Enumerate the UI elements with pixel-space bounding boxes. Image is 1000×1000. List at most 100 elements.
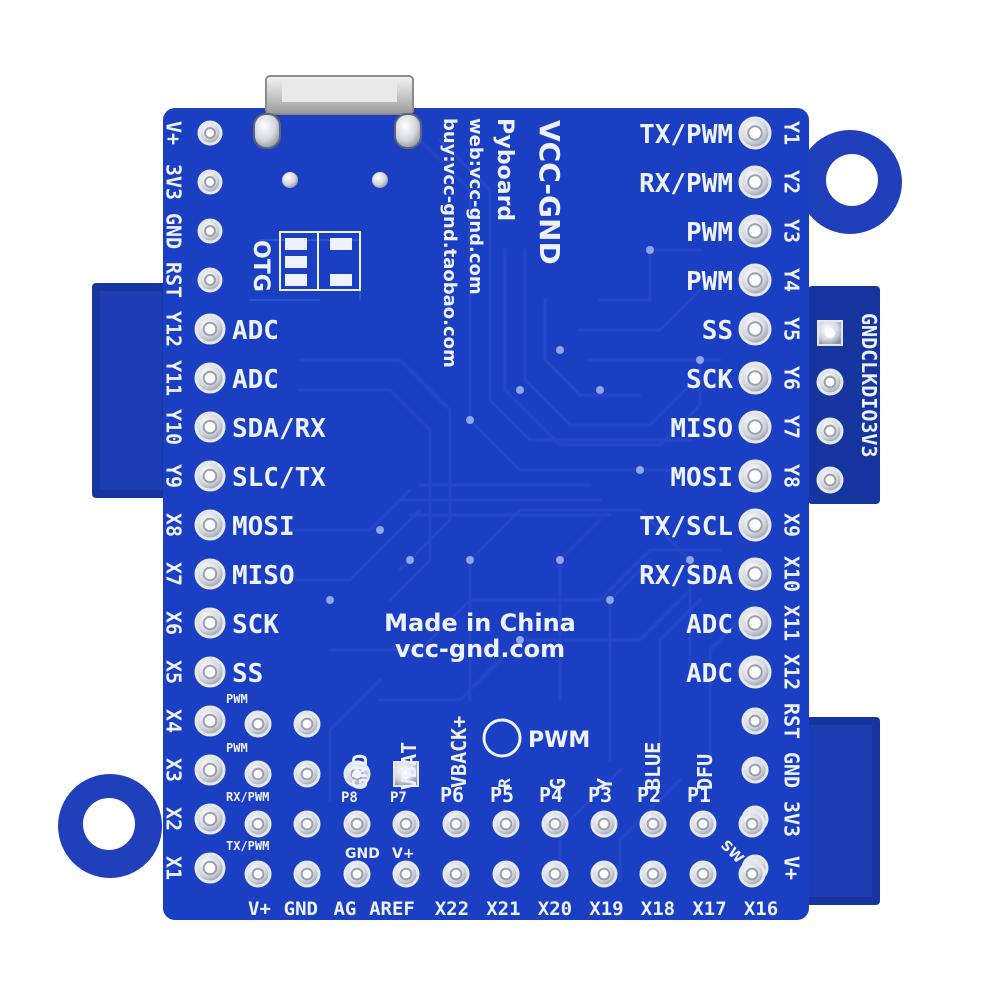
pcb-vias [326, 246, 704, 644]
right-pin-gnd [741, 756, 769, 784]
otg-label: OTG [248, 240, 273, 292]
mid-pin-upper-label: DFU [693, 754, 717, 790]
left-pin-label: 3V3 [162, 164, 186, 200]
mid-pin-upper-label: R [495, 778, 514, 788]
swd-pin-square [817, 320, 843, 346]
right-pin-y8 [738, 459, 772, 493]
left-pin-label: Y9 [162, 464, 186, 488]
right-pin-func: MISO [670, 414, 733, 444]
right-pin-y4 [738, 263, 772, 297]
right-pin-label: X11 [780, 605, 804, 641]
right-header-pins: Y1TX/PWMY2RX/PWMY3PWMY4PWMY5SSY6SCKY7MIS… [639, 116, 804, 882]
right-pin-label: Y7 [780, 415, 804, 439]
swd-pin [816, 417, 844, 445]
bottom-pin-label: X20 [538, 898, 572, 920]
left-pin-label: Y10 [162, 409, 186, 445]
left-pin-x1 [194, 852, 226, 884]
right-pin-y1 [738, 116, 772, 150]
left-pin-label: Y11 [162, 360, 186, 396]
left-pin-x7 [194, 558, 226, 590]
left-pin-x2 [194, 803, 226, 835]
grid-pin [293, 810, 321, 838]
left-pin-y11 [194, 362, 226, 394]
usb-mount-pads [253, 113, 422, 188]
mid-pin-label: P3 [588, 783, 612, 807]
mid-pin-upper-label: G [546, 778, 570, 790]
right-pin-func: PWM [686, 267, 733, 297]
bottom-pin-label: X21 [486, 898, 520, 920]
left-pin-label: X7 [162, 562, 186, 586]
left-pin-x6 [194, 607, 226, 639]
right-pin-func: MOSI [670, 463, 733, 493]
right-pin-x9 [738, 508, 772, 542]
grid-pin [343, 860, 371, 888]
left-pin-func: SLC/TX [232, 463, 326, 493]
left-pin-label: X2 [162, 807, 186, 831]
mid-pin-label: P8 [341, 790, 358, 806]
right-pin-label: Y4 [780, 268, 804, 292]
bottom-pin-label: AREF [369, 898, 415, 920]
left-pin-label: Y12 [162, 311, 186, 347]
grid-pin [492, 860, 520, 888]
right-pin-func: TX/SCL [639, 512, 733, 542]
mid-pin-label: P4 [539, 783, 563, 807]
bottom-pin-label: V+ [248, 898, 271, 920]
swd-pin [816, 368, 844, 396]
mid-pin-upper-label: GND [348, 754, 372, 790]
grid-pin [343, 760, 371, 788]
usb-connector [265, 75, 414, 115]
right-pin-x11 [738, 606, 772, 640]
left-pin-func: ADC [232, 316, 279, 346]
left-pin-label: X1 [162, 856, 186, 880]
left-pin-func: SDA/RX [232, 414, 326, 444]
grid-pin [244, 760, 272, 788]
brand-label: VCC-GND [533, 120, 566, 265]
mid-pin-label: P7 [390, 790, 407, 806]
grid-pin [244, 860, 272, 888]
left-pin-rst [197, 267, 223, 293]
right-pin-y5 [738, 312, 772, 346]
buy-label: buy:vcc-gnd.taobao.com [439, 118, 460, 368]
bottom-pin-label: X17 [692, 898, 726, 920]
grid-pin [293, 710, 321, 738]
right-pin-func: RX/PWM [639, 169, 733, 199]
left-pin-small-label: PWM [226, 741, 248, 755]
right-pin-x10 [738, 557, 772, 591]
left-pin-func: ADC [232, 365, 279, 395]
right-pin-label: Y2 [780, 170, 804, 194]
grid-pin [738, 810, 766, 838]
made-in-label: Made in China [384, 609, 576, 637]
grid-gnd-label: GND [345, 846, 380, 862]
left-pin-y12 [194, 313, 226, 345]
grid-pin [689, 810, 717, 838]
left-pin-func: SS [232, 659, 263, 689]
left-pin-x4 [194, 705, 226, 737]
pwm-ring [482, 718, 522, 758]
grid-pin [244, 710, 272, 738]
mid-pin-upper-label: BLUE [641, 742, 665, 790]
grid-pin [392, 810, 420, 838]
left-pin-small-label: RX/PWM [226, 790, 269, 804]
right-pin-label: V+ [780, 856, 804, 880]
right-pin-rst [741, 707, 769, 735]
bottom-pin-label: X19 [589, 898, 623, 920]
mid-pin-label: P1 [687, 783, 711, 807]
left-pin-label: X5 [162, 660, 186, 684]
otg-jumper [279, 231, 361, 291]
left-pin-label: GND [162, 213, 186, 249]
right-pin-label: Y8 [780, 464, 804, 488]
left-pin-y9 [194, 460, 226, 492]
bottom-pin-label: GND [284, 898, 318, 920]
right-pin-label: X12 [780, 654, 804, 690]
grid-pin [541, 810, 569, 838]
swd-pin [816, 466, 844, 494]
left-pin-small-label: TX/PWM [226, 839, 269, 853]
right-pin-func: PWM [686, 218, 733, 248]
grid-pin [442, 860, 470, 888]
left-pin-func: MISO [232, 561, 295, 591]
right-pin-func: TX/PWM [639, 120, 733, 150]
left-pin-label: RST [162, 262, 186, 298]
grid-pin [244, 810, 272, 838]
right-pin-label: RST [780, 703, 804, 739]
